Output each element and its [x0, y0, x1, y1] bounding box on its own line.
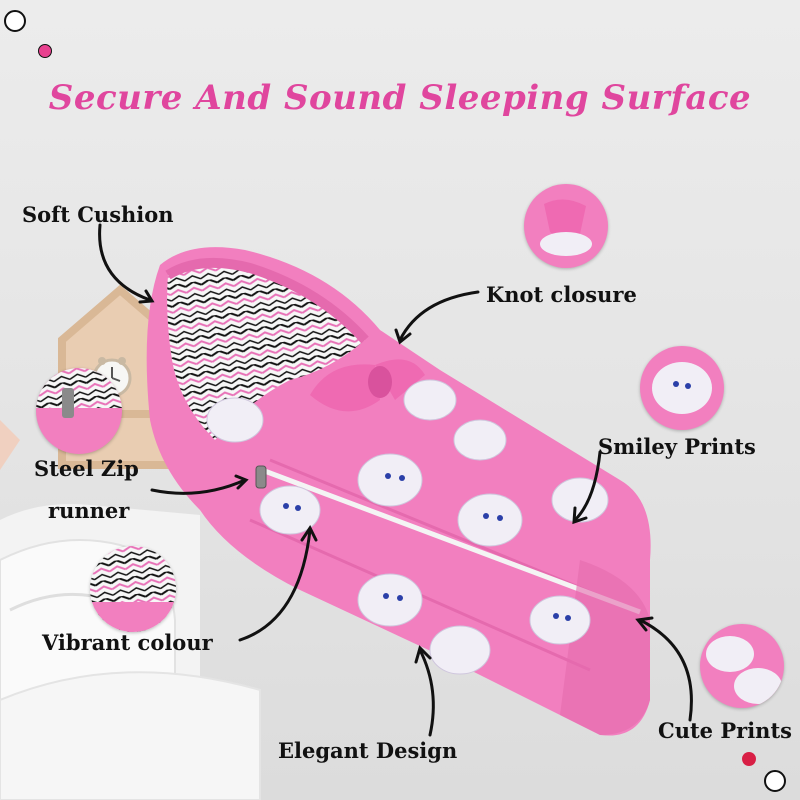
headline: Secure And Sound Sleeping Surface: [48, 78, 752, 118]
callout-steel-zip-line2: runner: [48, 498, 130, 523]
corner-dot-top-left: [38, 44, 52, 58]
curved-arrow-icon: [398, 290, 480, 342]
callout-knot-closure: Knot closure: [486, 282, 637, 307]
zoom-cute-detail: [700, 624, 784, 708]
curved-arrow-icon: [418, 648, 435, 737]
smiley-prints: [206, 379, 609, 675]
callout-cute-prints: Cute Prints: [658, 718, 792, 743]
callout-soft-cushion: Soft Cushion: [22, 202, 174, 227]
corner-ring-top-left: [4, 10, 26, 32]
callout-steel-zip-line1: Steel Zip: [34, 456, 139, 481]
curved-arrow-icon: [238, 528, 312, 642]
zoom-smiley-detail: [640, 346, 724, 430]
corner-ring-bottom-right: [764, 770, 786, 792]
zoom-colour-detail: [90, 546, 176, 632]
curved-arrow-icon: [638, 618, 693, 722]
callout-smiley-prints: Smiley Prints: [598, 434, 756, 459]
knot-bow: [310, 359, 425, 412]
hood-interior-zigzag: [167, 262, 365, 440]
corner-dot-bottom-right: [742, 752, 756, 766]
zoom-knot-detail: [524, 184, 608, 268]
curved-arrow-icon: [573, 450, 602, 522]
zip-pull-icon: [255, 465, 267, 489]
curved-arrow-icon: [98, 223, 152, 302]
curved-arrow-icon: [150, 478, 247, 495]
callout-vibrant-colour: Vibrant colour: [42, 630, 213, 655]
callout-elegant-design: Elegant Design: [278, 738, 458, 763]
